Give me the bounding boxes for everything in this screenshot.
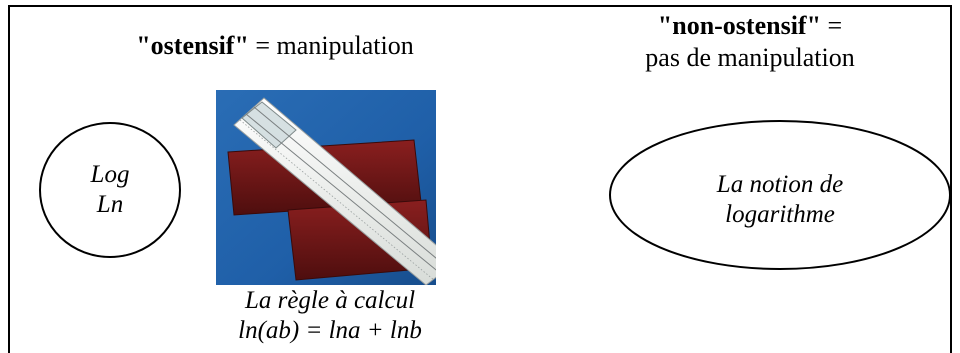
logarithm-notion-label: La notion de logarithme [615, 170, 945, 230]
caption-title: La règle à calcul [244, 287, 416, 314]
slide-rule-slide-line-1 [245, 113, 436, 271]
non-ostensive-definition: pas de manipulation [645, 43, 855, 72]
slide-rule-caption: La règle à calcul ln(ab) = lna + lnb [190, 286, 470, 346]
ostensive-term: "ostensif" [136, 31, 249, 60]
log-ln-label: Log Ln [55, 160, 165, 220]
slide-rule-illustration [216, 90, 436, 285]
notion-label-line2: logarithme [725, 201, 835, 228]
log-label: Log [90, 161, 130, 188]
diagram-frame [8, 5, 952, 353]
ostensive-heading: "ostensif" = manipulation [100, 30, 450, 62]
non-ostensive-heading-line1: "non-ostensif" = [580, 10, 920, 42]
non-ostensive-term: "non-ostensif" [657, 11, 822, 40]
ln-label: Ln [96, 191, 124, 218]
non-ostensive-heading: "non-ostensif" = pas de manipulation [580, 10, 920, 74]
slide-rule-slide-line-2 [253, 106, 436, 259]
non-ostensive-equals: = [821, 11, 843, 40]
ostensive-definition: = manipulation [248, 31, 414, 60]
slide-rule-cursor [241, 101, 297, 149]
notion-label-line1: La notion de [716, 171, 844, 198]
slide-rule-photo [216, 90, 436, 285]
caption-formula: ln(ab) = lna + lnb [238, 317, 422, 344]
